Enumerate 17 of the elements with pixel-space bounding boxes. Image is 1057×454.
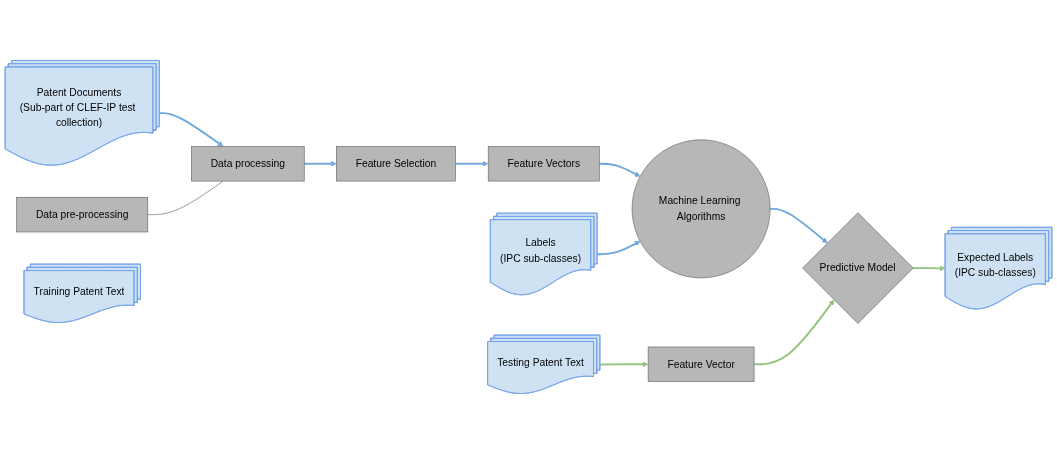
node-diamond: Predictive Model bbox=[802, 212, 914, 324]
arrow bbox=[912, 265, 946, 272]
node-box: Feature Vector bbox=[647, 346, 755, 382]
arrow bbox=[769, 207, 828, 244]
node-circle: Machine Learning Algorithms bbox=[631, 139, 771, 279]
node-box: Data pre-processing bbox=[16, 196, 149, 233]
connector bbox=[147, 180, 224, 215]
arrow bbox=[753, 299, 835, 366]
node-box: Data processing bbox=[191, 146, 305, 182]
node-box: Feature Vectors bbox=[487, 146, 600, 182]
node-box: Feature Selection bbox=[336, 146, 456, 182]
arrow bbox=[598, 162, 641, 177]
arrow bbox=[596, 240, 641, 256]
arrow bbox=[303, 160, 337, 167]
arrow bbox=[454, 160, 489, 167]
arrow bbox=[599, 361, 649, 368]
arrow bbox=[158, 112, 224, 147]
